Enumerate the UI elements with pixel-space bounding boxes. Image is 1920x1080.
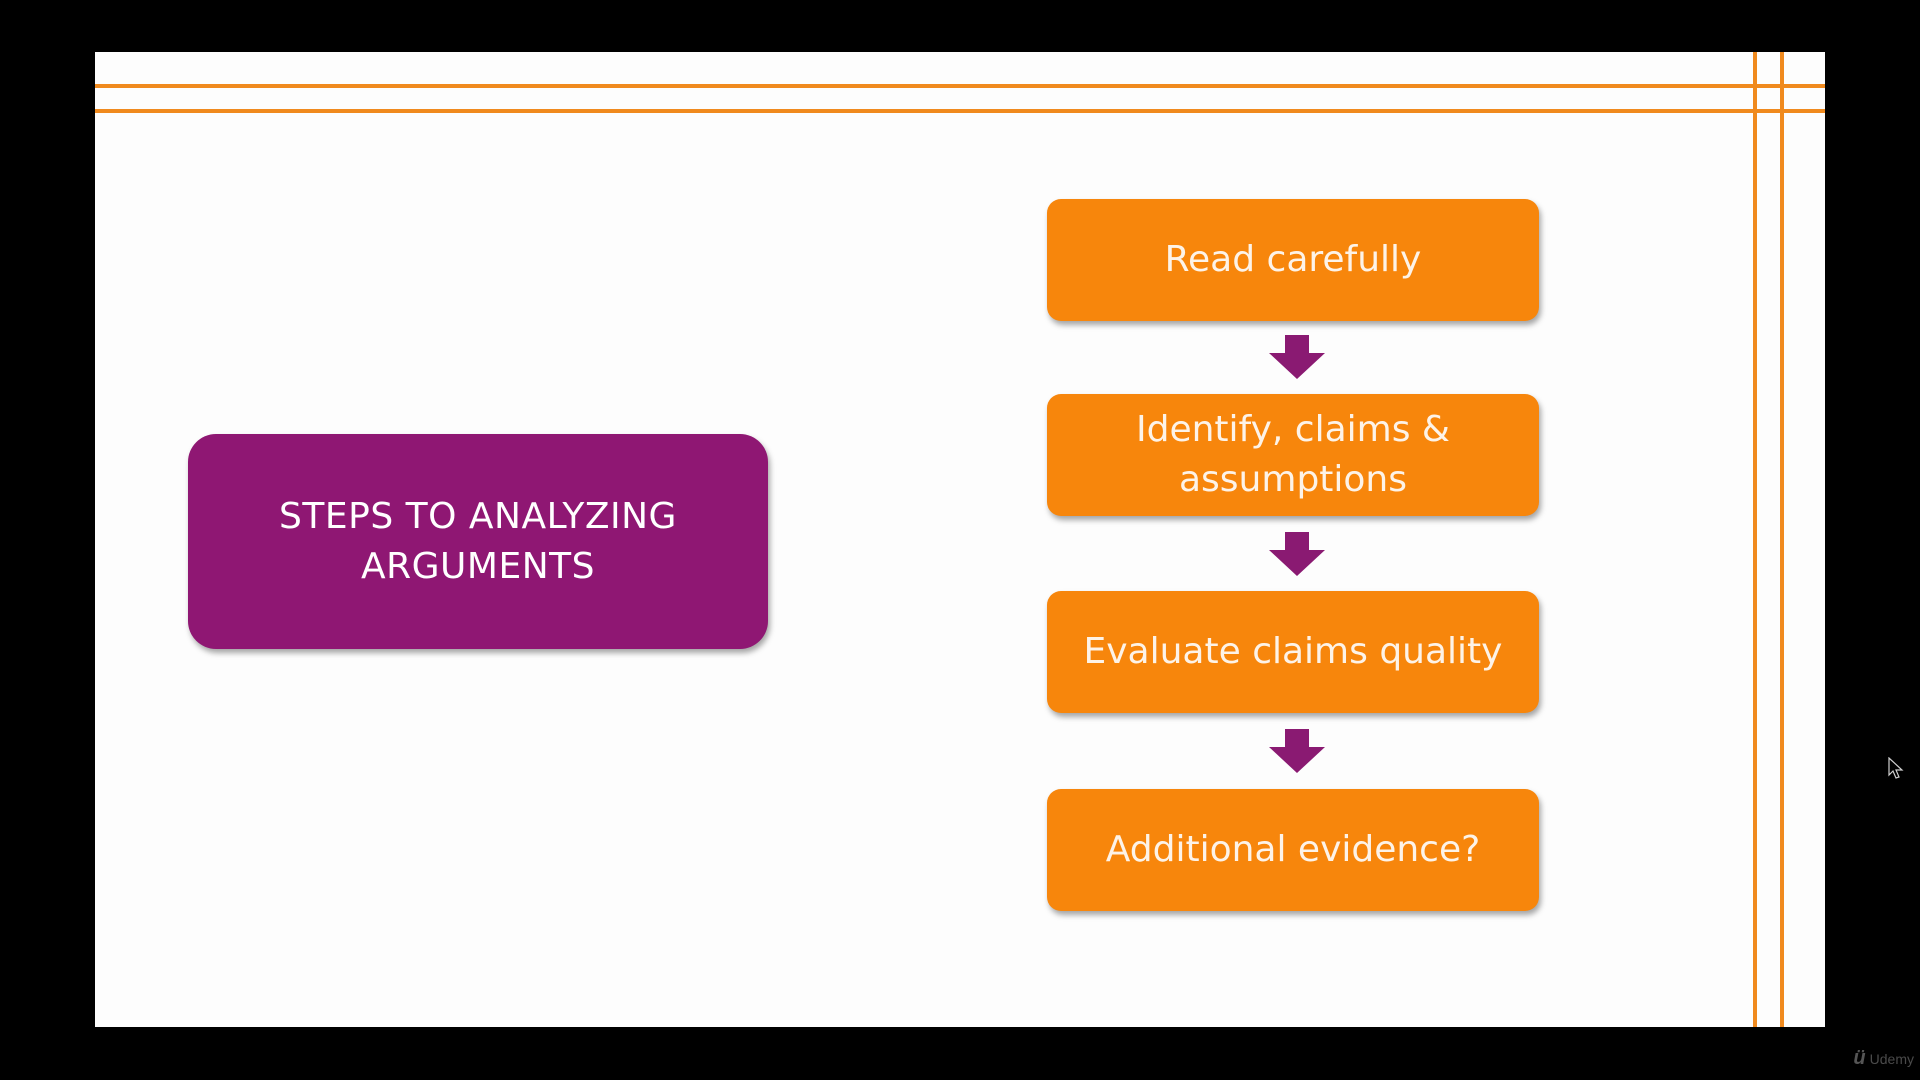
mouse-pointer-icon <box>1888 756 1904 779</box>
down-arrow-icon <box>1269 335 1325 379</box>
down-arrow-icon <box>1269 729 1325 773</box>
frame-line-top-1 <box>95 84 1825 88</box>
watermark-text: Udemy <box>1869 1050 1914 1067</box>
slide-title-line-2: ARGUMENTS <box>361 545 595 587</box>
step-label: Evaluate claims quality <box>1083 631 1503 672</box>
step-label: Identify, claims & <box>1136 409 1450 450</box>
frame-line-right-2 <box>1780 52 1784 1027</box>
step-label: Additional evidence? <box>1105 829 1481 870</box>
udemy-watermark: ü Udemy <box>1853 1047 1914 1070</box>
step-label: Read carefully <box>1164 239 1422 280</box>
frame-line-top-2 <box>95 109 1825 113</box>
step-label: assumptions <box>1178 459 1408 500</box>
down-arrow-icon <box>1269 532 1325 576</box>
frame-line-right-1 <box>1753 52 1757 1027</box>
slide-title-box: STEPS TO ANALYZING ARGUMENTS <box>188 434 768 649</box>
slide-title-line-1: STEPS TO ANALYZING <box>279 495 677 537</box>
step-box-evaluate-claims: Evaluate claims quality <box>1047 591 1539 713</box>
udemy-logo-icon: ü <box>1853 1047 1866 1069</box>
presentation-slide: STEPS TO ANALYZING ARGUMENTS Read carefu… <box>95 52 1825 1027</box>
step-box-additional-evidence: Additional evidence? <box>1047 789 1539 911</box>
step-box-identify-claims: Identify, claims & assumptions <box>1047 394 1539 516</box>
step-box-read-carefully: Read carefully <box>1047 199 1539 321</box>
